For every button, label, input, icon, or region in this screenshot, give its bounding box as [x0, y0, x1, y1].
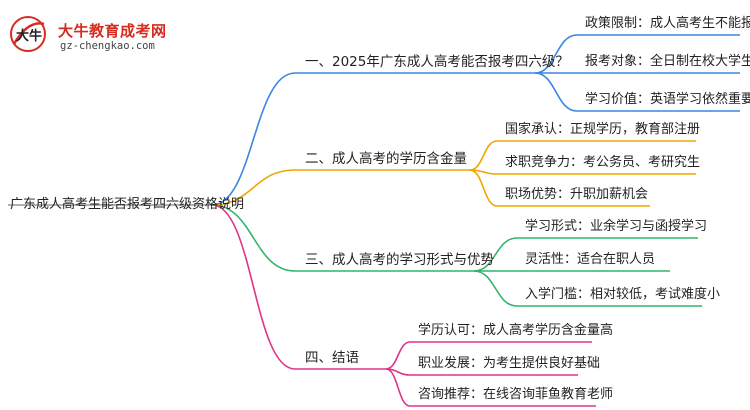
branch-leaf-link: [385, 368, 411, 407]
leaf-node: 学习价值：英语学习依然重要: [585, 92, 750, 107]
logo-name: 大牛教育成考网: [58, 22, 167, 40]
logo-mark-text: 大牛: [16, 28, 42, 44]
root-branch-link: [211, 204, 296, 370]
branch-leaf-link: [469, 169, 498, 207]
branch-node: 三、成人高考的学习形式与优势: [305, 252, 494, 268]
mindmap-links: [8, 34, 740, 407]
branch-node: 四、结语: [305, 350, 359, 366]
root-node: 广东成人高考生能否报考四六级资格说明: [10, 197, 245, 212]
leaf-node: 入学门槛：相对较低，考试难度小: [525, 287, 721, 302]
branch-leaf-link: [385, 341, 411, 370]
root-branch-link: [211, 72, 296, 206]
logo: 大牛 大牛教育成考网 gz-chengkao.com: [6, 14, 186, 54]
branch-leaf-link: [534, 34, 578, 74]
leaf-node: 政策限制：成人高考生不能报考: [585, 16, 750, 31]
leaf-node: 职业发展：为考生提供良好基础: [418, 356, 601, 371]
root-branch-link: [211, 204, 296, 272]
leaf-node: 学习形式：业余学习与函授学习: [525, 219, 708, 234]
logo-url: gz-chengkao.com: [60, 40, 155, 52]
leaf-node: 灵活性：适合在职人员: [525, 252, 656, 267]
logo-mark-icon: 大牛: [10, 16, 46, 52]
leaf-node: 报考对象：全日制在校大学生: [585, 54, 750, 69]
leaf-node: 学历认可：成人高考学历含金量高: [418, 323, 614, 338]
leaf-node: 咨询推荐：在线咨询菲鱼教育老师: [418, 387, 614, 402]
branch-node: 二、成人高考的学历含金量: [305, 151, 467, 167]
leaf-node: 职场优势：升职加薪机会: [505, 187, 649, 202]
root-branch-link: [211, 169, 296, 206]
branch-leaf-link: [473, 270, 518, 307]
leaf-node: 国家承认：正规学历，教育部注册: [505, 122, 701, 137]
branch-leaf-link: [473, 237, 518, 272]
branch-leaf-link: [534, 72, 578, 112]
leaf-node: 求职竞争力：考公务员、考研究生: [505, 155, 701, 170]
branch-node: 一、2025年广东成人高考能否报考四六级？: [305, 54, 569, 70]
branch-leaf-link: [469, 140, 498, 171]
